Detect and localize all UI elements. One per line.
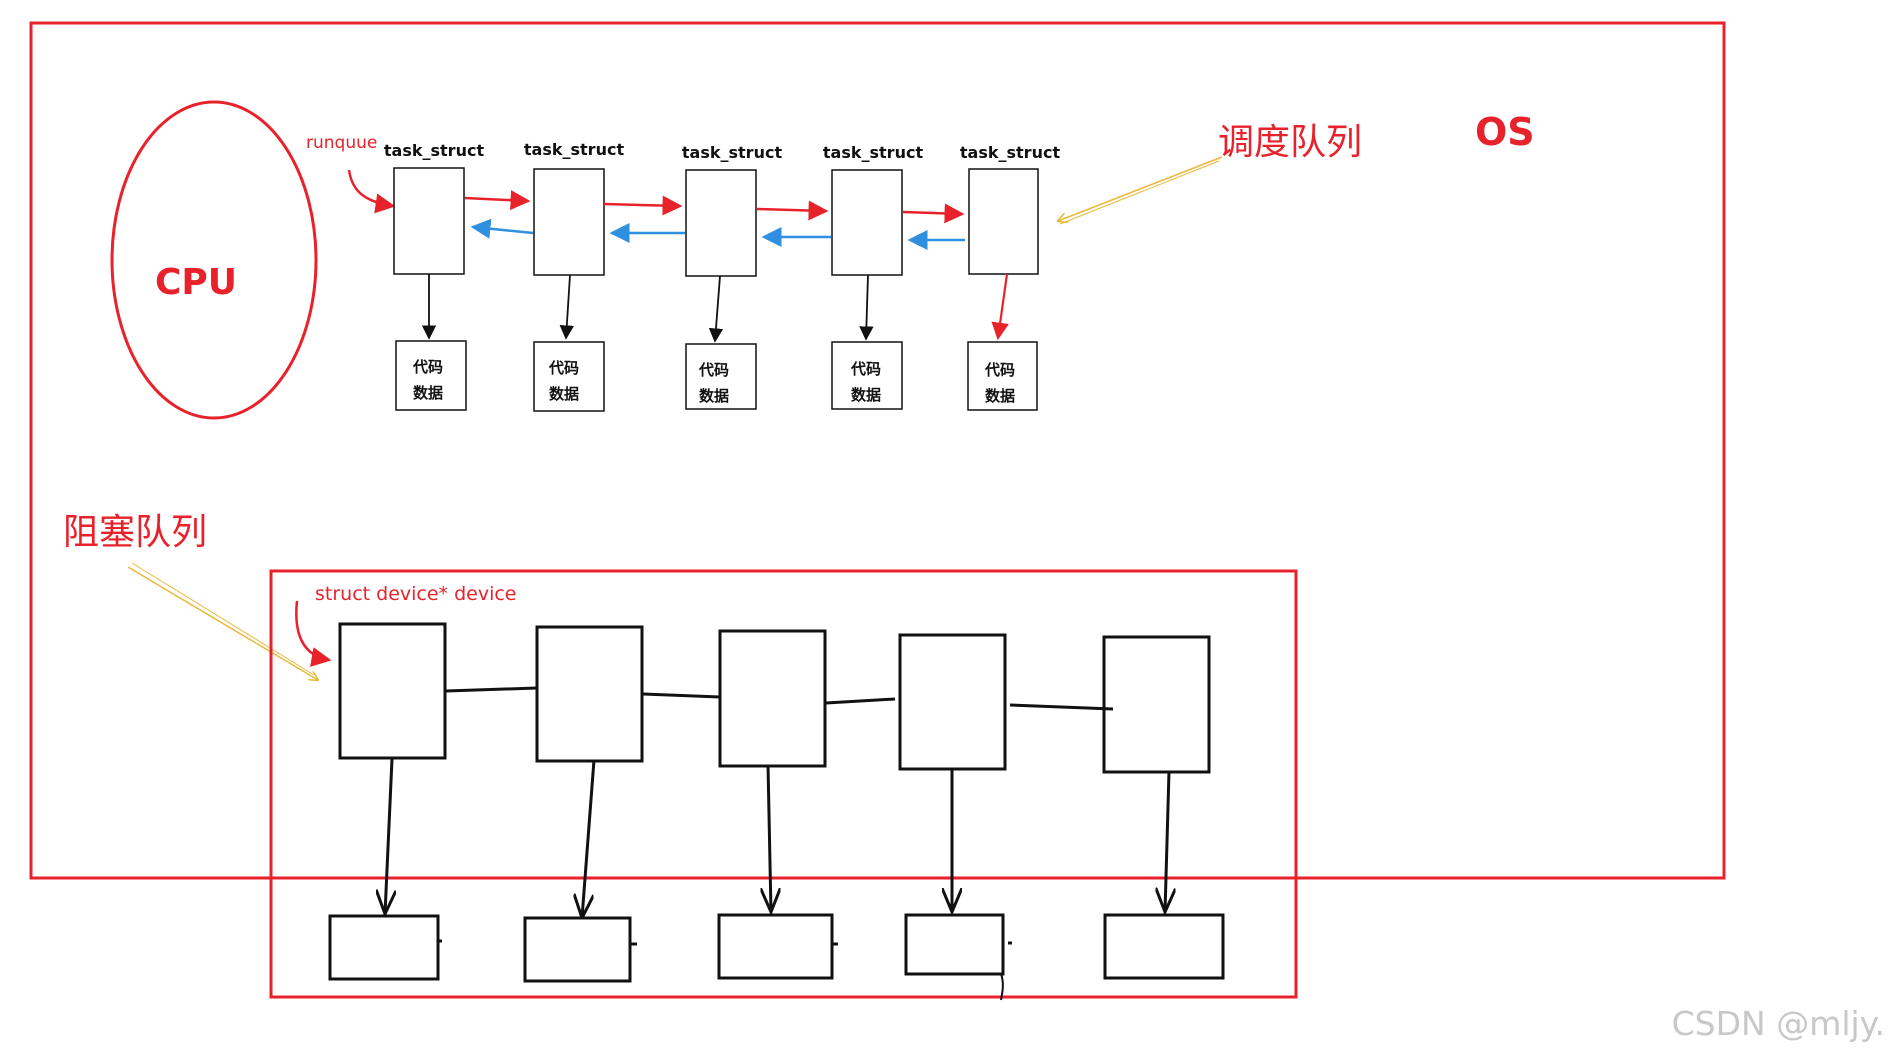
code-label: 代码 — [548, 359, 579, 377]
device-down-arrow — [1165, 771, 1169, 912]
device-node-box — [1102, 635, 1211, 774]
prev-link-arrow — [470, 218, 534, 239]
task-struct-box — [831, 169, 903, 276]
data-label: 数据 — [699, 387, 729, 405]
next-link-arrow — [902, 203, 965, 224]
code-data-pointer-arrow — [708, 275, 724, 343]
next-link-arrow — [464, 190, 531, 211]
cpu-ellipse — [110, 100, 318, 420]
runqueue-node: task_struct 代码 数据 — [823, 143, 924, 410]
device-data-box — [717, 913, 834, 980]
code-data-box — [685, 343, 757, 410]
code-label: 代码 — [412, 358, 443, 376]
runqueue-node: task_struct 代码 数据 — [682, 143, 783, 410]
cpu-label: CPU — [155, 262, 237, 303]
blockqueue-boundary — [269, 569, 1298, 999]
task-struct-label: task_struct — [960, 143, 1061, 162]
code-data-pointer-arrow — [859, 274, 874, 341]
code-data-box — [395, 340, 467, 411]
code-data-box — [967, 341, 1038, 411]
device-down-arrow — [385, 758, 392, 914]
device-link-line — [825, 697, 896, 705]
device-data-box — [904, 913, 1005, 976]
task-struct-label: task_struct — [384, 141, 485, 160]
device-node-box — [718, 629, 827, 768]
watermark: CSDN @mljy. — [1672, 1004, 1885, 1043]
code-label: 代码 — [850, 360, 881, 378]
next-link-arrow — [603, 195, 683, 216]
runqueue-node: task_struct 代码 数据 — [384, 141, 485, 411]
device-data-box — [1103, 913, 1225, 980]
code-data-pointer-arrow — [559, 274, 574, 340]
device-down-arrow — [582, 759, 596, 918]
device-data-box — [328, 914, 440, 981]
runqueue-annotation-arrow-shadow — [1059, 160, 1220, 225]
runqueue-pointer-label: runquue — [306, 133, 377, 153]
code-label: 代码 — [984, 361, 1015, 379]
code-data-box — [831, 341, 903, 410]
runqueue-annotation-arrow — [1058, 156, 1223, 221]
next-link-arrow — [756, 200, 829, 221]
device-node-box — [535, 625, 644, 763]
device-data-box — [523, 916, 632, 983]
device-link-line — [445, 686, 538, 693]
task-struct-label: task_struct — [823, 143, 924, 162]
data-label: 数据 — [985, 387, 1015, 405]
os-label: OS — [1475, 110, 1535, 154]
task-struct-box — [533, 168, 605, 276]
os-boundary — [29, 21, 1726, 880]
data-label: 数据 — [851, 386, 881, 404]
blockqueue-pointer-label: struct device* device — [315, 583, 517, 605]
code-label: 代码 — [698, 361, 729, 379]
code-data-pointer-arrow — [991, 273, 1009, 341]
device-down-arrow — [768, 764, 771, 912]
runqueue-node: task_struct 代码 数据 — [524, 140, 625, 412]
device-link-line — [1009, 703, 1114, 711]
stray-mark — [1000, 973, 1004, 1001]
data-label: 数据 — [549, 385, 579, 403]
runqueue-title: 调度队列 — [1218, 122, 1362, 163]
runqueue-pointer-arrow — [347, 169, 396, 214]
task-struct-box — [393, 167, 465, 275]
runqueue-node: task_struct 代码 数据 — [960, 143, 1061, 411]
blockqueue-title: 阻塞队列 — [63, 512, 207, 553]
task-struct-label: task_struct — [524, 140, 625, 159]
task-struct-label: task_struct — [682, 143, 783, 162]
device-node-box — [338, 622, 447, 760]
device-node-box — [898, 633, 1007, 771]
task-struct-box — [968, 168, 1039, 275]
blockqueue-annotation-arrow-shadow — [131, 562, 315, 676]
blockqueue-pointer-arrow — [295, 600, 332, 667]
blockqueue-annotation-arrow — [127, 566, 318, 680]
task-struct-box — [685, 169, 757, 277]
device-link-line — [642, 692, 721, 699]
data-label: 数据 — [413, 384, 443, 402]
code-data-box — [533, 341, 605, 412]
